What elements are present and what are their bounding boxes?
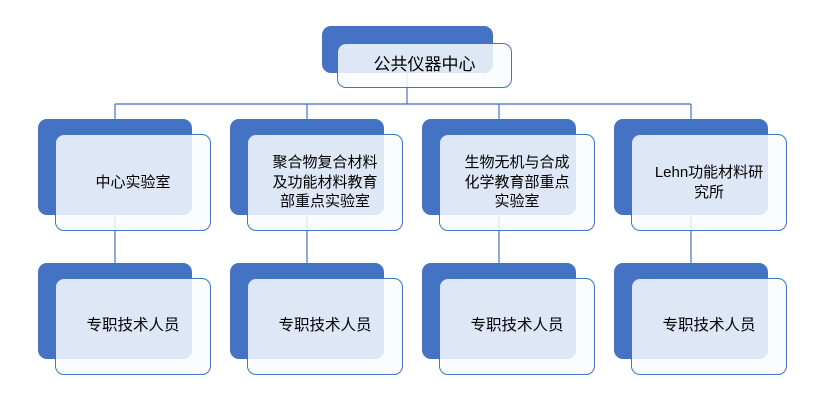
node-root-label-box: 公共仪器中心 <box>337 43 512 88</box>
node-staff-2-label-box: 专职技术人员 <box>247 278 403 375</box>
node-dept-1-label-box: 中心实验室 <box>55 134 211 231</box>
node-dept-2-label: 聚合物复合材料 及功能材料教育 部重点实验室 <box>272 153 378 211</box>
node-dept-4-label: Lehn功能材料研 究所 <box>654 163 764 201</box>
node-root-label: 公共仪器中心 <box>373 55 476 75</box>
node-dept-2-label-box: 聚合物复合材料 及功能材料教育 部重点实验室 <box>247 134 403 231</box>
node-staff-3-label-box: 专职技术人员 <box>439 278 595 375</box>
node-staff-1-label: 专职技术人员 <box>86 317 180 335</box>
node-staff-2-label: 专职技术人员 <box>278 317 372 335</box>
node-dept-4-label-box: Lehn功能材料研 究所 <box>631 134 787 231</box>
node-staff-1-label-box: 专职技术人员 <box>55 278 211 375</box>
node-dept-3-label: 生物无机与合成 化学教育部重点 实验室 <box>464 153 570 211</box>
node-dept-1-label: 中心实验室 <box>95 173 171 191</box>
node-staff-3-label: 专职技术人员 <box>470 317 564 335</box>
node-staff-4-label-box: 专职技术人员 <box>631 278 787 375</box>
node-staff-4-label: 专职技术人员 <box>662 317 756 335</box>
node-dept-3-label-box: 生物无机与合成 化学教育部重点 实验室 <box>439 134 595 231</box>
